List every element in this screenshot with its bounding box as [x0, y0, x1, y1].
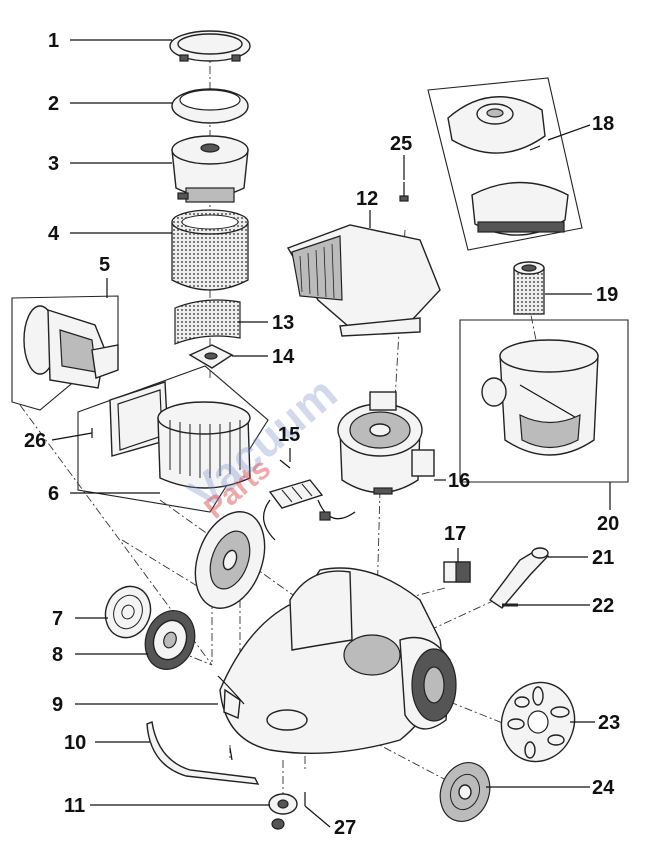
part-7-hub-cap [104, 585, 152, 639]
callout-11: 11 [64, 795, 85, 817]
part-16-cyclone-unit [337, 391, 435, 495]
part-19-cartridge-filter [513, 261, 545, 315]
callout-14: 14 [272, 346, 295, 368]
callout-numbers: 1 2 3 4 5 6 7 8 9 10 11 12 13 14 15 16 1… [24, 30, 620, 839]
part-3-motor [171, 135, 249, 203]
leader-lines [51, 39, 611, 828]
frame-20-bin [459, 319, 629, 483]
part-5-inlet-housing [23, 305, 119, 389]
part-8-wheel [144, 610, 196, 670]
part-15-wiring [263, 459, 356, 541]
callout-17: 17 [444, 523, 466, 545]
callout-22: 22 [592, 595, 614, 617]
callout-12: 12 [356, 188, 378, 210]
part-18-top-lid [447, 96, 569, 236]
callout-21: 21 [592, 547, 614, 569]
part-25-screw [399, 182, 409, 202]
part-left-side-wheel [194, 511, 266, 609]
callout-8: 8 [52, 644, 63, 666]
callout-4: 4 [48, 223, 60, 245]
part-23-wheel-cover [500, 681, 576, 763]
callout-9: 9 [52, 694, 63, 716]
callout-6: 6 [48, 483, 59, 505]
callout-13: 13 [272, 312, 294, 334]
callout-24: 24 [592, 777, 615, 799]
callout-2: 2 [48, 93, 59, 115]
callout-18: 18 [592, 113, 614, 135]
part-20-dust-bin [481, 339, 599, 456]
part-4-mesh-filter [171, 209, 249, 291]
callout-19: 19 [596, 284, 618, 306]
part-6-filter-housing [109, 381, 251, 489]
part-12-top-cover [286, 224, 441, 337]
callout-20: 20 [597, 513, 619, 535]
callout-26: 26 [24, 430, 46, 452]
part-17-clip [443, 561, 471, 583]
part-14-gasket-plate [188, 344, 234, 369]
callout-5: 5 [99, 254, 110, 276]
callout-25: 25 [390, 133, 412, 155]
part-13-filter-sheet [174, 299, 241, 345]
callout-1: 1 [48, 30, 59, 52]
callout-3: 3 [48, 153, 59, 175]
callout-15: 15 [278, 424, 300, 446]
callout-16: 16 [448, 470, 470, 492]
callout-10: 10 [64, 732, 86, 754]
callout-7: 7 [52, 608, 63, 630]
part-9-bumper [217, 675, 245, 705]
part-10-front-strip [146, 721, 260, 785]
part-21-handle-lever [488, 547, 549, 609]
callout-23: 23 [598, 712, 620, 734]
frame-18-top-cover [427, 77, 583, 251]
part-24-hub-cap [439, 762, 491, 822]
part-1-top-ring [169, 30, 251, 62]
part-chassis-body [219, 567, 457, 755]
part-11-caster [268, 793, 298, 830]
callout-27: 27 [334, 817, 356, 839]
part-2-gasket-ring [171, 88, 249, 124]
